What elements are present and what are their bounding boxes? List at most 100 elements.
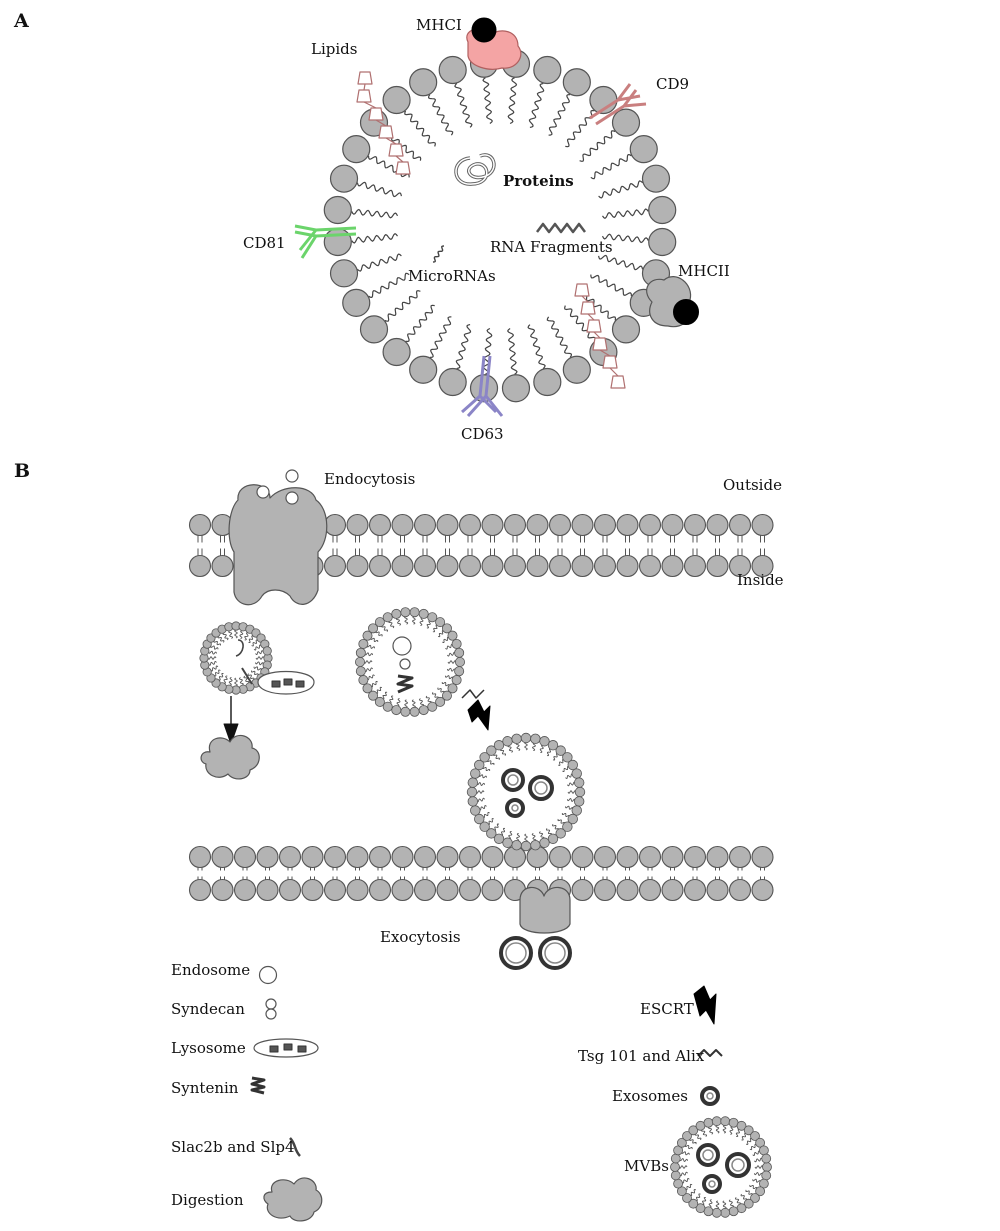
membrane-head-top xyxy=(436,513,459,537)
lipid-tail xyxy=(384,290,421,322)
lipid-link xyxy=(363,83,366,91)
membrane-head-top xyxy=(278,845,302,869)
panel-a-letter: A xyxy=(14,10,29,32)
membrane-head-top xyxy=(706,513,729,537)
phospholipid-head xyxy=(438,55,467,85)
vesicle-head xyxy=(486,828,497,839)
membrane-head-bottom xyxy=(728,878,752,902)
bilayer-tail-top xyxy=(602,867,608,871)
vesicle-head xyxy=(682,1131,692,1141)
bilayer-tail-bottom xyxy=(332,876,338,880)
phospholipid-head xyxy=(629,135,658,164)
bilayer-tail-top xyxy=(377,535,383,543)
bilayer-tail-top xyxy=(670,867,675,871)
vesicle-head xyxy=(736,1120,747,1131)
vesicle-head xyxy=(755,1186,766,1197)
membrane-head-bottom xyxy=(346,554,369,578)
lipid-tail xyxy=(602,208,649,219)
legend-syndecan-head xyxy=(265,998,277,1010)
legend-tsg101-alix: Tsg 101 and Alix xyxy=(578,1047,705,1065)
membrane-head-bottom xyxy=(323,878,347,902)
membrane-head-bottom xyxy=(481,554,504,578)
lipid-tail xyxy=(368,155,410,178)
legend-lysosome-cargo xyxy=(269,1045,279,1053)
phospholipid-head xyxy=(533,55,562,85)
membrane-head-top xyxy=(503,513,527,537)
vesicle-head xyxy=(574,786,586,798)
lipid-tail xyxy=(548,94,571,136)
label-cd63: CD63 xyxy=(461,425,504,443)
lipid-tail xyxy=(455,324,472,370)
membrane-head-top xyxy=(548,845,572,869)
lipid-tail xyxy=(528,82,545,128)
bilayer-tail-bottom xyxy=(197,548,203,556)
bilayer-tail-bottom xyxy=(220,548,225,556)
legend-mvb-exo-3-inner xyxy=(708,1180,716,1188)
label-mhc2: MHCII xyxy=(678,262,730,280)
vesicle-head xyxy=(368,623,379,634)
vesicle-head xyxy=(467,796,479,807)
membrane-head-bottom xyxy=(706,554,729,578)
membrane-head-bottom xyxy=(346,878,369,902)
mvb-center xyxy=(466,732,586,852)
protein-coil-inner xyxy=(455,154,495,185)
lipid-glyph xyxy=(388,143,404,157)
legend-lysosome: Lysosome xyxy=(171,1039,246,1057)
label-mhc1: MHCI xyxy=(416,16,462,34)
membrane-head-bottom xyxy=(436,878,459,902)
lipid-link xyxy=(599,349,611,357)
bilayer-tail-top xyxy=(557,867,563,871)
bilayer-tail-top xyxy=(310,867,315,871)
membrane-head-bottom xyxy=(616,878,639,902)
bilayer-tail-bottom xyxy=(670,548,675,556)
phospholipid-head xyxy=(342,135,371,164)
vesicle-head xyxy=(418,705,429,716)
bilayer-tail-bottom xyxy=(512,548,518,556)
phospholipid-head xyxy=(409,355,438,384)
lipid-glyph xyxy=(395,161,411,175)
vesicle-head xyxy=(354,657,365,668)
exosome-mvb-2-inner xyxy=(534,781,548,795)
vesicle-head xyxy=(441,623,452,634)
bilayer-tail-top xyxy=(332,535,338,543)
vesicle-head xyxy=(703,1117,714,1128)
vesicle-head xyxy=(670,1170,681,1181)
membrane-head-bottom xyxy=(233,878,257,902)
endocytosis-vesicle xyxy=(285,469,299,483)
vesicle-head xyxy=(441,690,452,701)
phospholipid-head xyxy=(329,259,359,288)
bilayer-tail-top xyxy=(445,535,450,543)
phospholipid-head xyxy=(648,227,677,257)
bilayer-tail-top xyxy=(715,535,720,543)
membrane-head-top xyxy=(188,845,212,869)
vesicle-head xyxy=(362,630,373,641)
vesicle-head xyxy=(520,732,532,744)
endocytosis-vesicle xyxy=(285,491,299,505)
label-inside: Inside xyxy=(737,571,784,589)
vesicle-head xyxy=(486,745,497,756)
bilayer-tail-bottom xyxy=(625,876,630,880)
vesicle-head xyxy=(670,1162,680,1172)
lipid-link xyxy=(385,137,397,145)
membrane-head-top xyxy=(638,845,662,869)
lipid-tail xyxy=(546,316,572,358)
bilayer-tail-bottom xyxy=(647,876,653,880)
legend-mvb-exo-3 xyxy=(702,1174,722,1194)
escrt-center xyxy=(467,699,491,731)
membrane-head-top xyxy=(458,845,482,869)
vesicle-head xyxy=(400,607,411,618)
bilayer-tail-bottom xyxy=(422,876,428,880)
tsg101-center xyxy=(461,689,485,699)
vesicle-head xyxy=(418,608,429,619)
membrane-head-top xyxy=(413,513,437,537)
label-exocytosis: Exocytosis xyxy=(380,928,461,946)
membrane-head-bottom xyxy=(706,878,729,902)
membrane-head-top xyxy=(593,845,617,869)
phospholipid-head xyxy=(359,315,389,344)
bilayer-tail-top xyxy=(400,867,405,871)
lipid-glyph xyxy=(356,89,372,103)
vesicle-head xyxy=(454,647,465,658)
legend-endosome: Endosome xyxy=(171,961,251,979)
membrane-head-bottom xyxy=(211,878,234,902)
